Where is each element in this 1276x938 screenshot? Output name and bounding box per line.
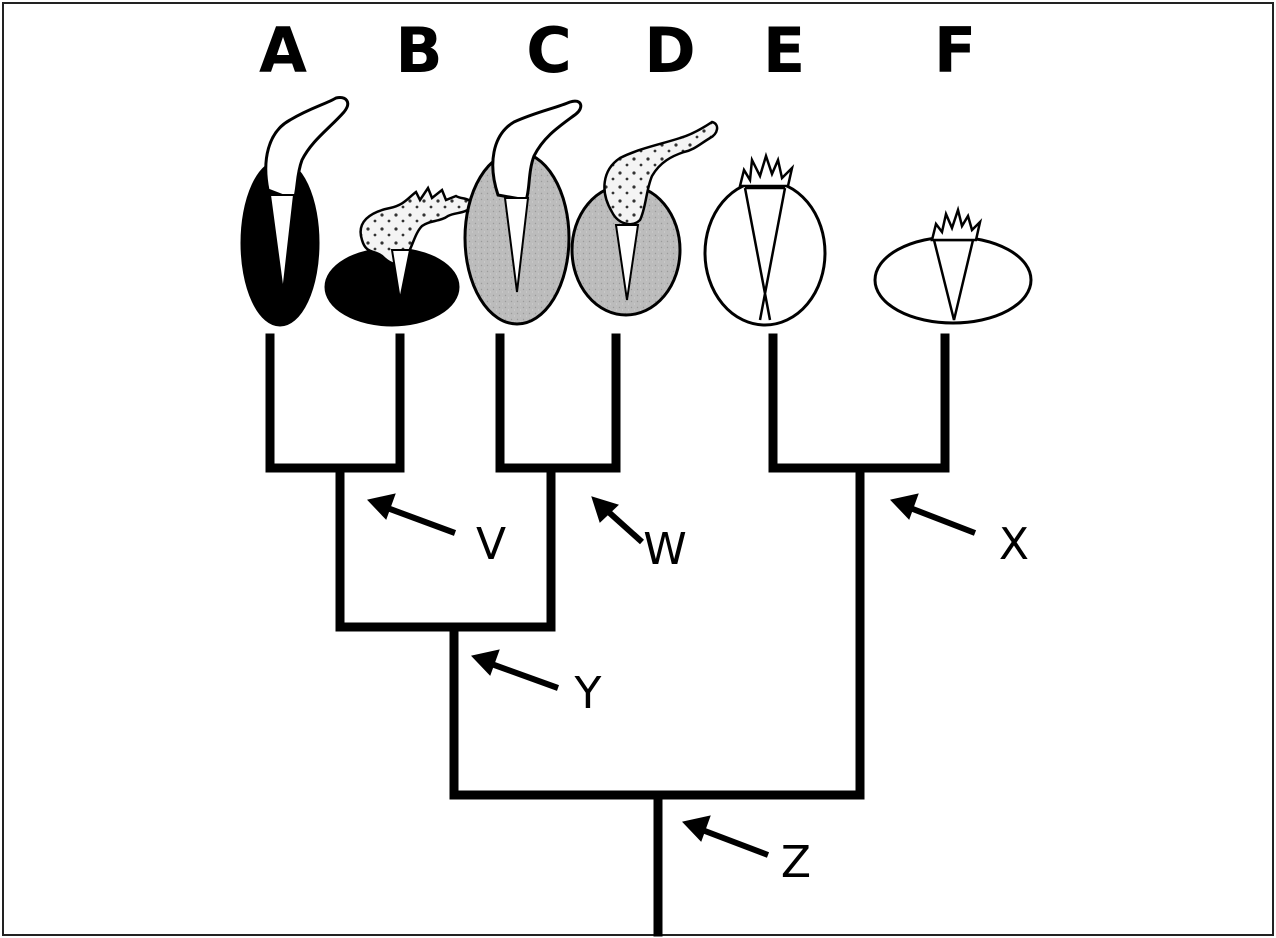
branch-a-b — [265, 333, 405, 473]
node-label-v: V — [476, 519, 506, 570]
taxon-label-c: C — [526, 14, 572, 87]
taxon-illustration-d — [570, 120, 719, 317]
taxon-label-b: B — [395, 14, 442, 87]
node-label-z: Z — [781, 837, 811, 888]
branch-v-w — [335, 463, 556, 632]
taxon-label-e: E — [763, 14, 805, 87]
arrow-v — [367, 493, 457, 536]
arrow-z — [682, 815, 770, 858]
arrow-w — [591, 496, 645, 545]
taxon-illustration-c — [463, 99, 583, 326]
node-pointers — [367, 493, 977, 858]
node-label-x: X — [999, 519, 1029, 570]
taxon-label-d: D — [644, 14, 695, 87]
arrow-y — [471, 649, 560, 691]
branch-c-d — [495, 333, 621, 473]
taxon-illustration-e — [703, 151, 827, 327]
node-label-y: Y — [574, 668, 602, 719]
taxon-illustration-f — [873, 205, 1033, 325]
taxon-label-a: A — [259, 14, 307, 87]
node-label-w: W — [643, 524, 687, 575]
taxon-illustration-a — [240, 96, 350, 327]
taxon-label-f: F — [934, 14, 976, 87]
cladogram-tree — [265, 333, 950, 937]
arrow-x — [890, 493, 977, 536]
taxon-illustration-b — [324, 185, 474, 327]
